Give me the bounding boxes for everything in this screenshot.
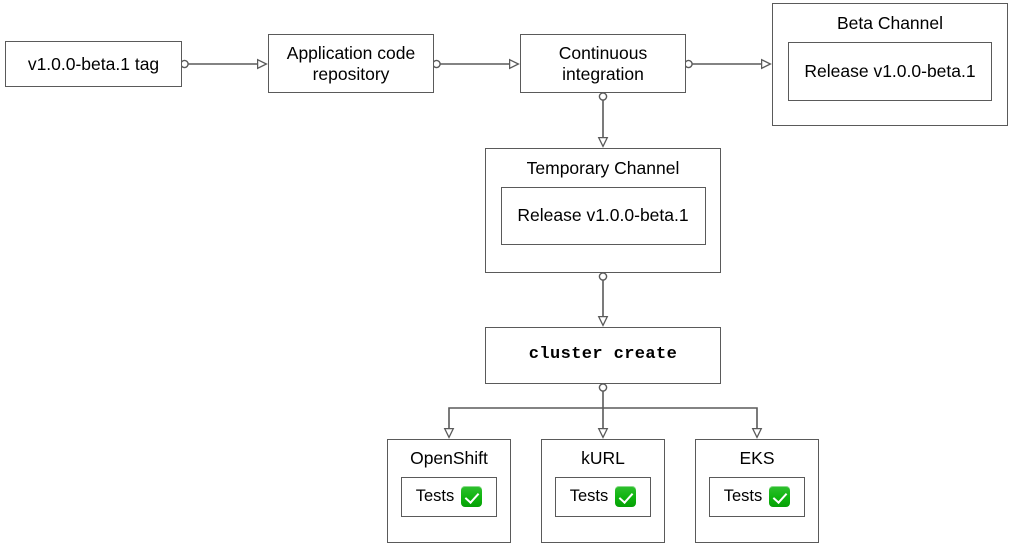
edge-source-dot-temp-cluster bbox=[598, 272, 608, 281]
node-openshift[interactable]: OpenShift Tests bbox=[387, 439, 511, 543]
node-beta-channel[interactable]: Beta Channel Release v1.0.0-beta.1 bbox=[772, 3, 1008, 126]
node-eks-tests-label: Tests bbox=[723, 486, 763, 505]
check-mark-green-icon bbox=[615, 486, 637, 508]
check-mark-green-icon bbox=[461, 486, 483, 508]
node-beta-channel-release-label: Release v1.0.0-beta.1 bbox=[804, 60, 976, 81]
node-openshift-tests-box[interactable]: Tests bbox=[401, 476, 497, 517]
node-application-code-repository[interactable]: Application code repository bbox=[268, 34, 434, 93]
node-temporary-channel[interactable]: Temporary Channel Release v1.0.0-beta.1 bbox=[485, 148, 721, 273]
node-kurl-tests-label: Tests bbox=[569, 486, 609, 505]
node-version-tag-label: v1.0.0-beta.1 tag bbox=[27, 53, 160, 74]
node-openshift-title: OpenShift bbox=[410, 448, 488, 468]
edge-source-dot-cluster-fanout bbox=[598, 383, 608, 392]
node-eks-title: EKS bbox=[739, 448, 775, 468]
node-kurl-tests-box[interactable]: Tests bbox=[555, 476, 651, 517]
node-beta-channel-title: Beta Channel bbox=[836, 13, 944, 33]
node-version-tag[interactable]: v1.0.0-beta.1 tag bbox=[5, 41, 182, 87]
node-cluster-create-label: cluster create bbox=[528, 345, 678, 365]
edge-source-dot-ci-temp bbox=[598, 92, 608, 101]
node-temporary-channel-release-box[interactable]: Release v1.0.0-beta.1 bbox=[500, 186, 706, 245]
node-kurl-title: kURL bbox=[581, 448, 625, 468]
node-eks-tests-box[interactable]: Tests bbox=[709, 476, 805, 517]
node-temporary-channel-title: Temporary Channel bbox=[526, 158, 680, 178]
node-openshift-tests-label: Tests bbox=[415, 486, 455, 505]
edge-cluster-create-to-openshift bbox=[449, 407, 603, 437]
node-kurl[interactable]: kURL Tests bbox=[541, 439, 665, 543]
node-continuous-integration-label: Continuous integration bbox=[558, 42, 648, 84]
check-mark-green-icon bbox=[769, 486, 791, 508]
node-beta-channel-release-box[interactable]: Release v1.0.0-beta.1 bbox=[788, 41, 992, 101]
edge-cluster-create-to-eks bbox=[603, 407, 757, 437]
node-continuous-integration[interactable]: Continuous integration bbox=[520, 34, 686, 93]
node-eks[interactable]: EKS Tests bbox=[695, 439, 819, 543]
node-application-code-repository-label: Application code repository bbox=[286, 42, 416, 84]
node-temporary-channel-release-label: Release v1.0.0-beta.1 bbox=[517, 205, 689, 226]
node-cluster-create[interactable]: cluster create bbox=[485, 327, 721, 384]
